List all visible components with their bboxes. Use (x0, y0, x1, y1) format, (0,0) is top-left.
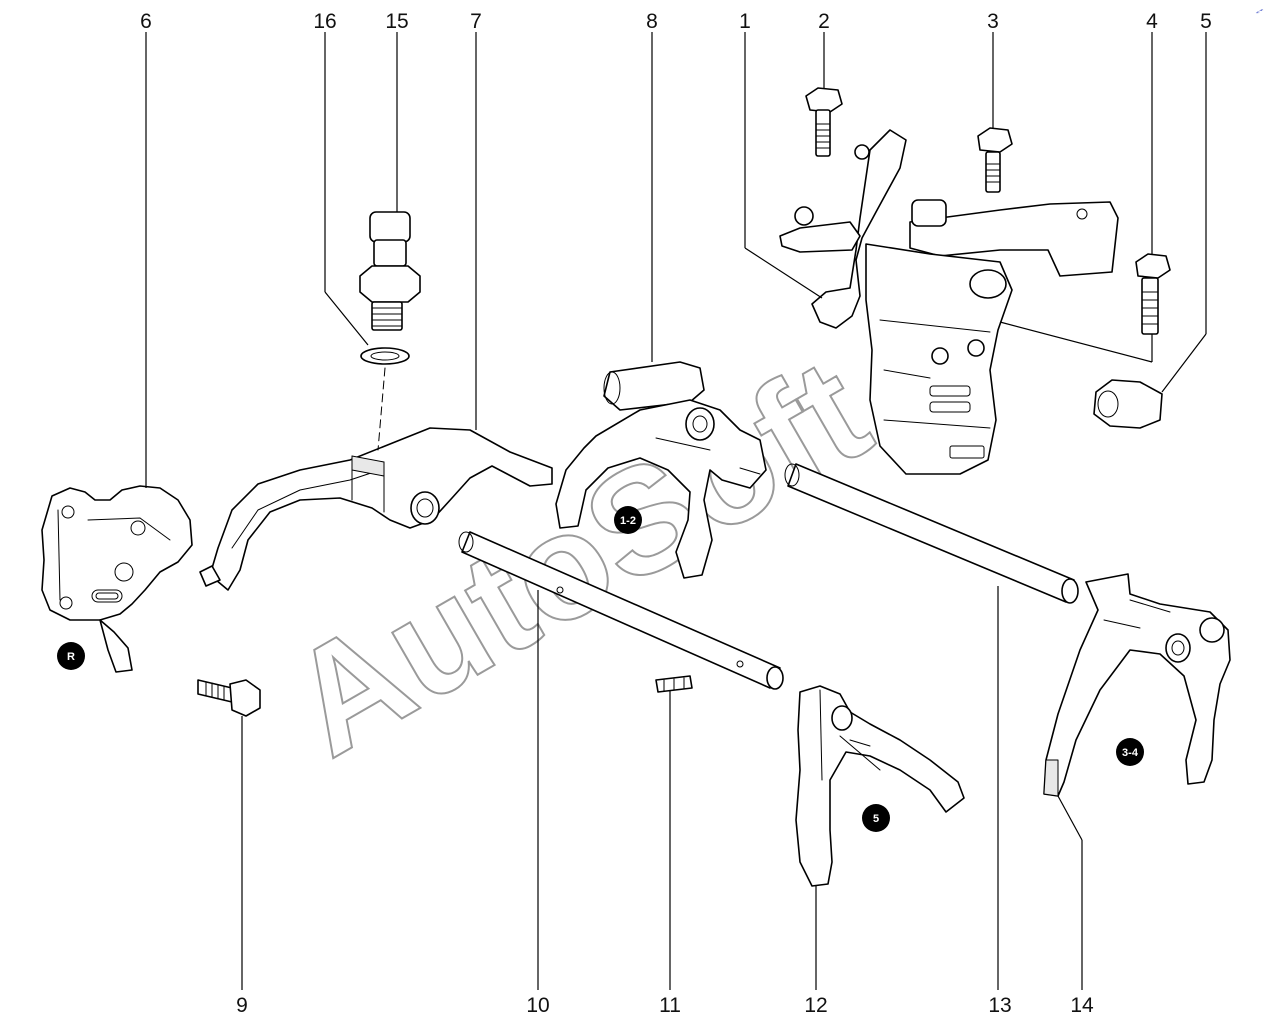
callout-4: 4 (1146, 10, 1158, 33)
part-5-nut (1093, 379, 1163, 429)
badge-1-2: 1-2 (614, 506, 642, 534)
corner-mark: ⌁⌁ (1254, 7, 1265, 17)
part-9-bolt (197, 679, 261, 717)
callout-14: 14 (1070, 994, 1094, 1017)
callout-1: 1 (739, 10, 751, 33)
callout-2: 2 (818, 10, 830, 33)
callout-labels: 6 16 15 7 8 1 2 3 4 5 9 10 11 12 13 14 (140, 10, 1212, 1017)
svg-text:1-2: 1-2 (620, 515, 636, 527)
callout-5: 5 (1200, 10, 1212, 33)
part-8-fork-1-2 (555, 361, 767, 579)
part-15-switch (359, 211, 421, 331)
callout-3: 3 (987, 10, 999, 33)
part-13-rod (784, 463, 1079, 604)
callout-6: 6 (140, 10, 152, 33)
callout-10: 10 (526, 994, 549, 1017)
badge-r: R (57, 642, 85, 670)
part-2-bolt (805, 87, 843, 157)
badge-5: 5 (862, 804, 890, 832)
part-11-pin (655, 675, 693, 693)
callout-11: 11 (659, 994, 681, 1017)
part-1-shift-housing (779, 129, 1119, 475)
part-4-bolt (1135, 253, 1171, 335)
svg-text:R: R (67, 651, 75, 663)
part-16-washer (360, 347, 410, 365)
svg-text:5: 5 (873, 813, 879, 825)
part-10-rod (458, 531, 784, 690)
callout-15: 15 (385, 10, 408, 33)
badge-3-4: 3-4 (1116, 738, 1144, 766)
part-3-bolt (977, 127, 1013, 193)
callout-7: 7 (470, 10, 482, 33)
leader-lines (145, 32, 1207, 990)
part-7-selector-fork (199, 427, 553, 591)
callout-13: 13 (988, 994, 1011, 1017)
callout-12: 12 (804, 994, 827, 1017)
part-12-fork-5 (795, 685, 965, 887)
part-6-bracket-plate (41, 485, 193, 673)
part-14-fork-3-4 (1043, 573, 1231, 797)
callout-16: 16 (313, 10, 336, 33)
svg-text:3-4: 3-4 (1122, 747, 1139, 759)
callout-9: 9 (236, 994, 248, 1017)
callout-8: 8 (646, 10, 658, 33)
